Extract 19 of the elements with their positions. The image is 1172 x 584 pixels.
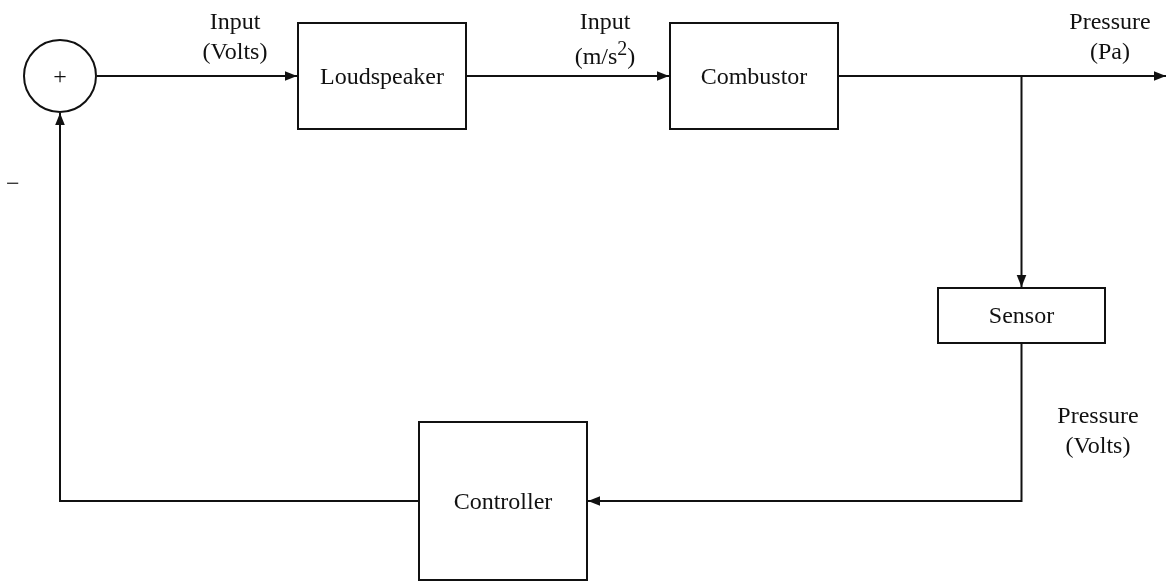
edge-label: Input (m/s$^{2}$) [573, 7, 637, 71]
block-label: Combustor [700, 62, 808, 90]
plus-sign: + [53, 62, 67, 90]
edge-label: Input (Volts) [201, 7, 269, 66]
arrow [55, 112, 419, 502]
edge-label: Pressure (Volts) [1056, 401, 1140, 460]
block-box [937, 287, 1106, 344]
block-label: Loudspeaker [320, 62, 444, 90]
block-box [669, 22, 839, 130]
block-box [418, 421, 588, 581]
minus-sign: − [6, 169, 20, 198]
arrow [466, 71, 670, 81]
block-box [297, 22, 467, 130]
block-label: Controller [453, 487, 553, 515]
arrow [96, 71, 298, 81]
block-label: Sensor [988, 302, 1055, 329]
edge-label: Pressure (Pa) [1068, 7, 1152, 66]
arrow [587, 343, 1023, 506]
summing-junction [23, 39, 97, 113]
